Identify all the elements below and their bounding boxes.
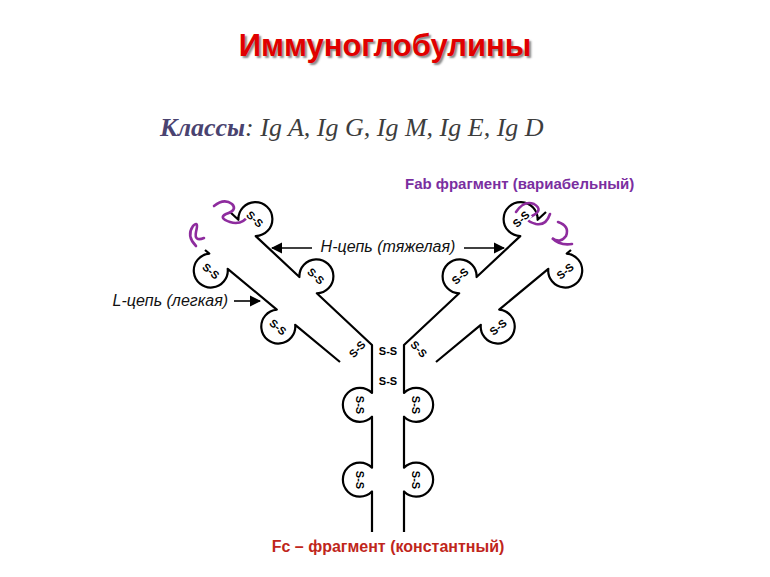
disulfide-bond: S-S	[408, 337, 431, 360]
disulfide-bond: S-S	[410, 395, 422, 415]
disulfide-bond: S-S	[554, 259, 577, 281]
disulfide-bond: S-S	[305, 265, 328, 288]
light-chain-arrow	[234, 300, 260, 302]
disulfide-bond: S-S	[346, 337, 369, 360]
scribble	[552, 222, 572, 244]
light-chain	[436, 250, 582, 362]
disulfide-bond: S-S	[267, 315, 290, 337]
scribble	[190, 224, 204, 246]
scribble	[214, 201, 250, 223]
disulfide-bond: S-S	[410, 469, 422, 489]
fc-label: Fc – фрагмент (константный)	[272, 538, 505, 556]
disulfide-bond: S-S	[244, 208, 267, 231]
classes-line: Классы: Ig A, Ig G, Ig M, Ig E, Ig D	[160, 113, 544, 143]
heavy-chain-arrow-right	[464, 247, 504, 249]
heavy-chain-arrow-left	[272, 247, 312, 249]
classes-heading: Классы	[160, 113, 245, 142]
fab-label: Fab фрагмент (вариабельный)	[405, 175, 634, 192]
disulfide-bond: S-S	[509, 208, 532, 231]
heavy-chain-label: Н-цепь (тяжелая)	[321, 238, 456, 256]
disulfide-bond: S-S	[486, 315, 509, 337]
disulfide-bond: S-S	[354, 395, 366, 415]
leader-arrows	[234, 248, 504, 301]
light-chain-label: L-цепь (легкая)	[113, 292, 228, 310]
disulfide-bond: S-S	[378, 345, 398, 357]
title: Иммуноглобулины	[0, 28, 770, 64]
disulfide-bond: S-S	[354, 469, 366, 489]
disulfide-bond: S-S	[378, 375, 398, 387]
disulfide-bond: S-S	[199, 259, 222, 281]
disulfide-bond: S-S	[448, 265, 471, 288]
class-list: : Ig A, Ig G, Ig M, Ig E, Ig D	[245, 113, 543, 142]
